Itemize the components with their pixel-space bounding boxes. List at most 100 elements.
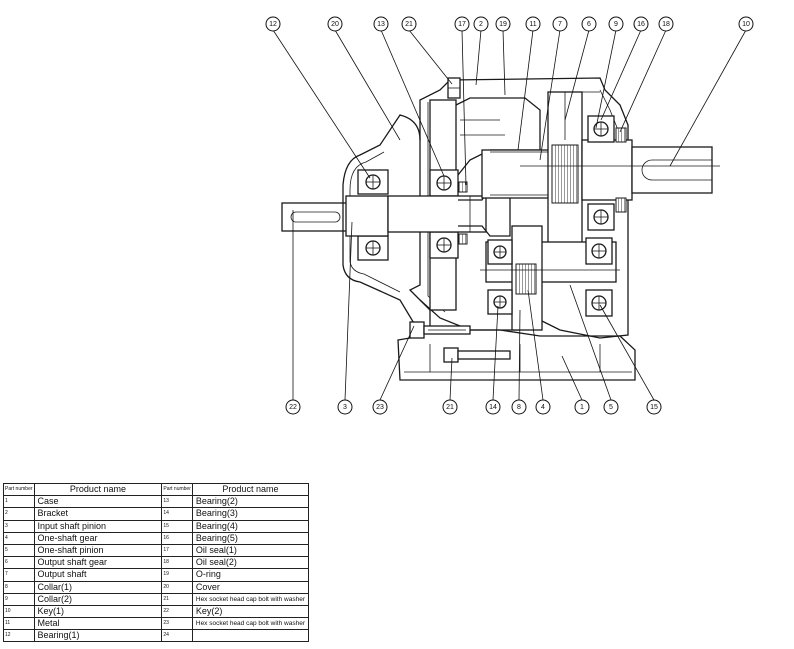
leader-lines [272,29,747,401]
product-name-header: Product name [33,482,163,497]
callout-label: 21 [405,21,413,28]
callout-12: 12 [265,16,281,32]
part-number: 24 [161,629,193,643]
callout-label: 2 [479,21,483,28]
callout-label: 15 [650,404,658,411]
callout-label: 7 [558,21,562,28]
oil-seal-2 [615,127,627,213]
part-number: 7 [3,568,35,582]
output-shaft-gear [547,91,583,253]
callout-label: 23 [376,404,384,411]
callout-label: 14 [489,404,497,411]
part-number: 10 [3,604,35,619]
product-name: Output shaft [33,568,163,582]
product-name: Bearing(4) [191,519,310,533]
product-name: Bearing(5) [191,531,310,545]
callout-15: 15 [646,399,662,415]
part-number-header-2: Part number [161,482,193,497]
callout-19: 19 [495,16,511,32]
product-name: One-shaft gear [33,531,163,545]
product-name: O-ring [191,568,310,582]
part-number: 19 [161,568,193,582]
product-name-header-2: Product name [191,482,310,497]
callout-17: 17 [454,16,470,32]
product-name [191,629,310,643]
table-header-row: Part number Product name Part number Pro… [3,482,310,497]
callout-label: 13 [377,21,385,28]
part-number: 12 [3,629,35,643]
output-shaft [520,139,720,201]
part-number: 23 [161,617,193,631]
bearing-3 [487,239,513,315]
hex-socket-bolt-foot [443,347,511,363]
product-name: Oil seal(1) [191,543,310,558]
product-name: Key(2) [191,604,310,619]
part-number: 21 [161,592,193,606]
part-number-header: Part number [3,482,35,497]
part-number: 18 [161,556,193,570]
callout-7: 7 [552,16,568,32]
product-name: Bearing(3) [191,507,310,521]
bearing-5 [587,115,615,231]
product-name: One-shaft pinion [33,543,163,558]
callout-20: 20 [327,16,343,32]
metal-bushing [481,149,553,199]
callout-label: 10 [742,21,750,28]
callout-8: 8 [511,399,527,415]
input-shaft [281,202,349,232]
part-number: 16 [161,531,193,545]
part-number: 15 [161,519,193,533]
callout-label: 8 [517,404,521,411]
callout-21-bottom: 21 [442,399,458,415]
callout-label: 21 [446,404,454,411]
callout-2: 2 [473,16,489,32]
callout-9: 9 [608,16,624,32]
callout-10: 10 [738,16,754,32]
parts-table-left: Part number Product name Part number Pro… [3,482,310,643]
part-number: 4 [3,531,35,545]
product-name: Metal [33,617,163,631]
gear-reducer-cross-section: 12 20 13 21 17 2 19 11 7 6 9 16 18 10 22… [265,16,754,415]
part-number: 6 [3,556,35,570]
part-number: 22 [161,604,193,619]
product-name: Input shaft pinion [33,519,163,533]
part-number: 11 [3,617,35,631]
product-name: Collar(1) [33,580,163,594]
part-number: 17 [161,543,193,558]
callout-label: 11 [529,21,536,28]
callout-23: 23 [372,399,388,415]
part-number: 8 [3,580,35,594]
part-number: 20 [161,580,193,594]
product-name: Cover [191,580,310,594]
callout-6: 6 [581,16,597,32]
product-name: Case [33,495,163,509]
part-number: 14 [161,507,193,521]
product-name: Bracket [33,507,163,521]
callout-label: 3 [343,404,347,411]
hex-socket-bolt-bottom [409,321,471,339]
callout-label: 16 [637,21,645,28]
callout-label: 12 [269,21,277,28]
callout-22: 22 [285,399,301,415]
callout-label: 5 [609,404,613,411]
callout-16: 16 [633,16,649,32]
product-name: Hex socket head cap bolt with washer [191,617,310,631]
callout-label: 22 [289,404,297,411]
callout-label: 1 [580,404,584,411]
product-name: Oil seal(2) [191,556,310,570]
callout-13: 13 [373,16,389,32]
part-number: 5 [3,543,35,558]
part-number: 9 [3,592,35,606]
product-name: Bearing(1) [33,629,163,643]
callout-label: 18 [662,21,670,28]
